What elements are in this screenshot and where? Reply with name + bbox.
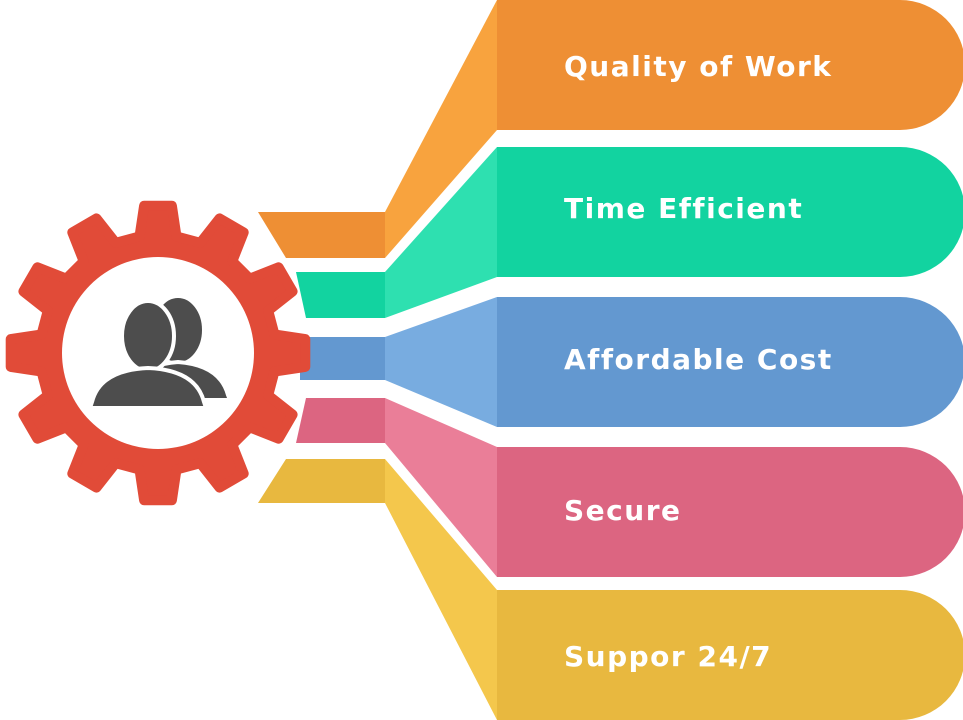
- banner-affordable-cost: [497, 297, 963, 427]
- tab-time-efficient: [296, 272, 385, 318]
- tab-quality-of-work: [258, 212, 385, 258]
- banner-time-efficient: [497, 147, 963, 277]
- ribbon-secure: [385, 398, 497, 577]
- ribbon-affordable-cost: [385, 297, 497, 427]
- ribbon-quality-of-work: [385, 0, 497, 258]
- people-icon: [87, 294, 233, 410]
- tab-support-24-7: [258, 459, 385, 503]
- item-quality-of-work: [258, 0, 963, 258]
- label-time-efficient: Time Efficient: [564, 192, 804, 225]
- banner-quality-of-work: [497, 0, 963, 130]
- ribbon-support-24-7: [385, 459, 497, 720]
- item-affordable-cost: [300, 297, 963, 427]
- item-support-24-7: [258, 459, 963, 720]
- banner-secure: [497, 447, 963, 577]
- item-time-efficient: [296, 147, 963, 318]
- banner-support-24-7: [497, 590, 963, 720]
- item-secure: [296, 398, 963, 577]
- label-support-24-7: Suppor 24/7: [564, 640, 773, 673]
- tab-secure: [296, 398, 385, 443]
- label-quality-of-work: Quality of Work: [564, 50, 833, 83]
- tab-affordable-cost: [300, 337, 385, 380]
- label-secure: Secure: [564, 494, 682, 527]
- ribbon-time-efficient: [385, 147, 497, 318]
- label-affordable-cost: Affordable Cost: [564, 343, 833, 376]
